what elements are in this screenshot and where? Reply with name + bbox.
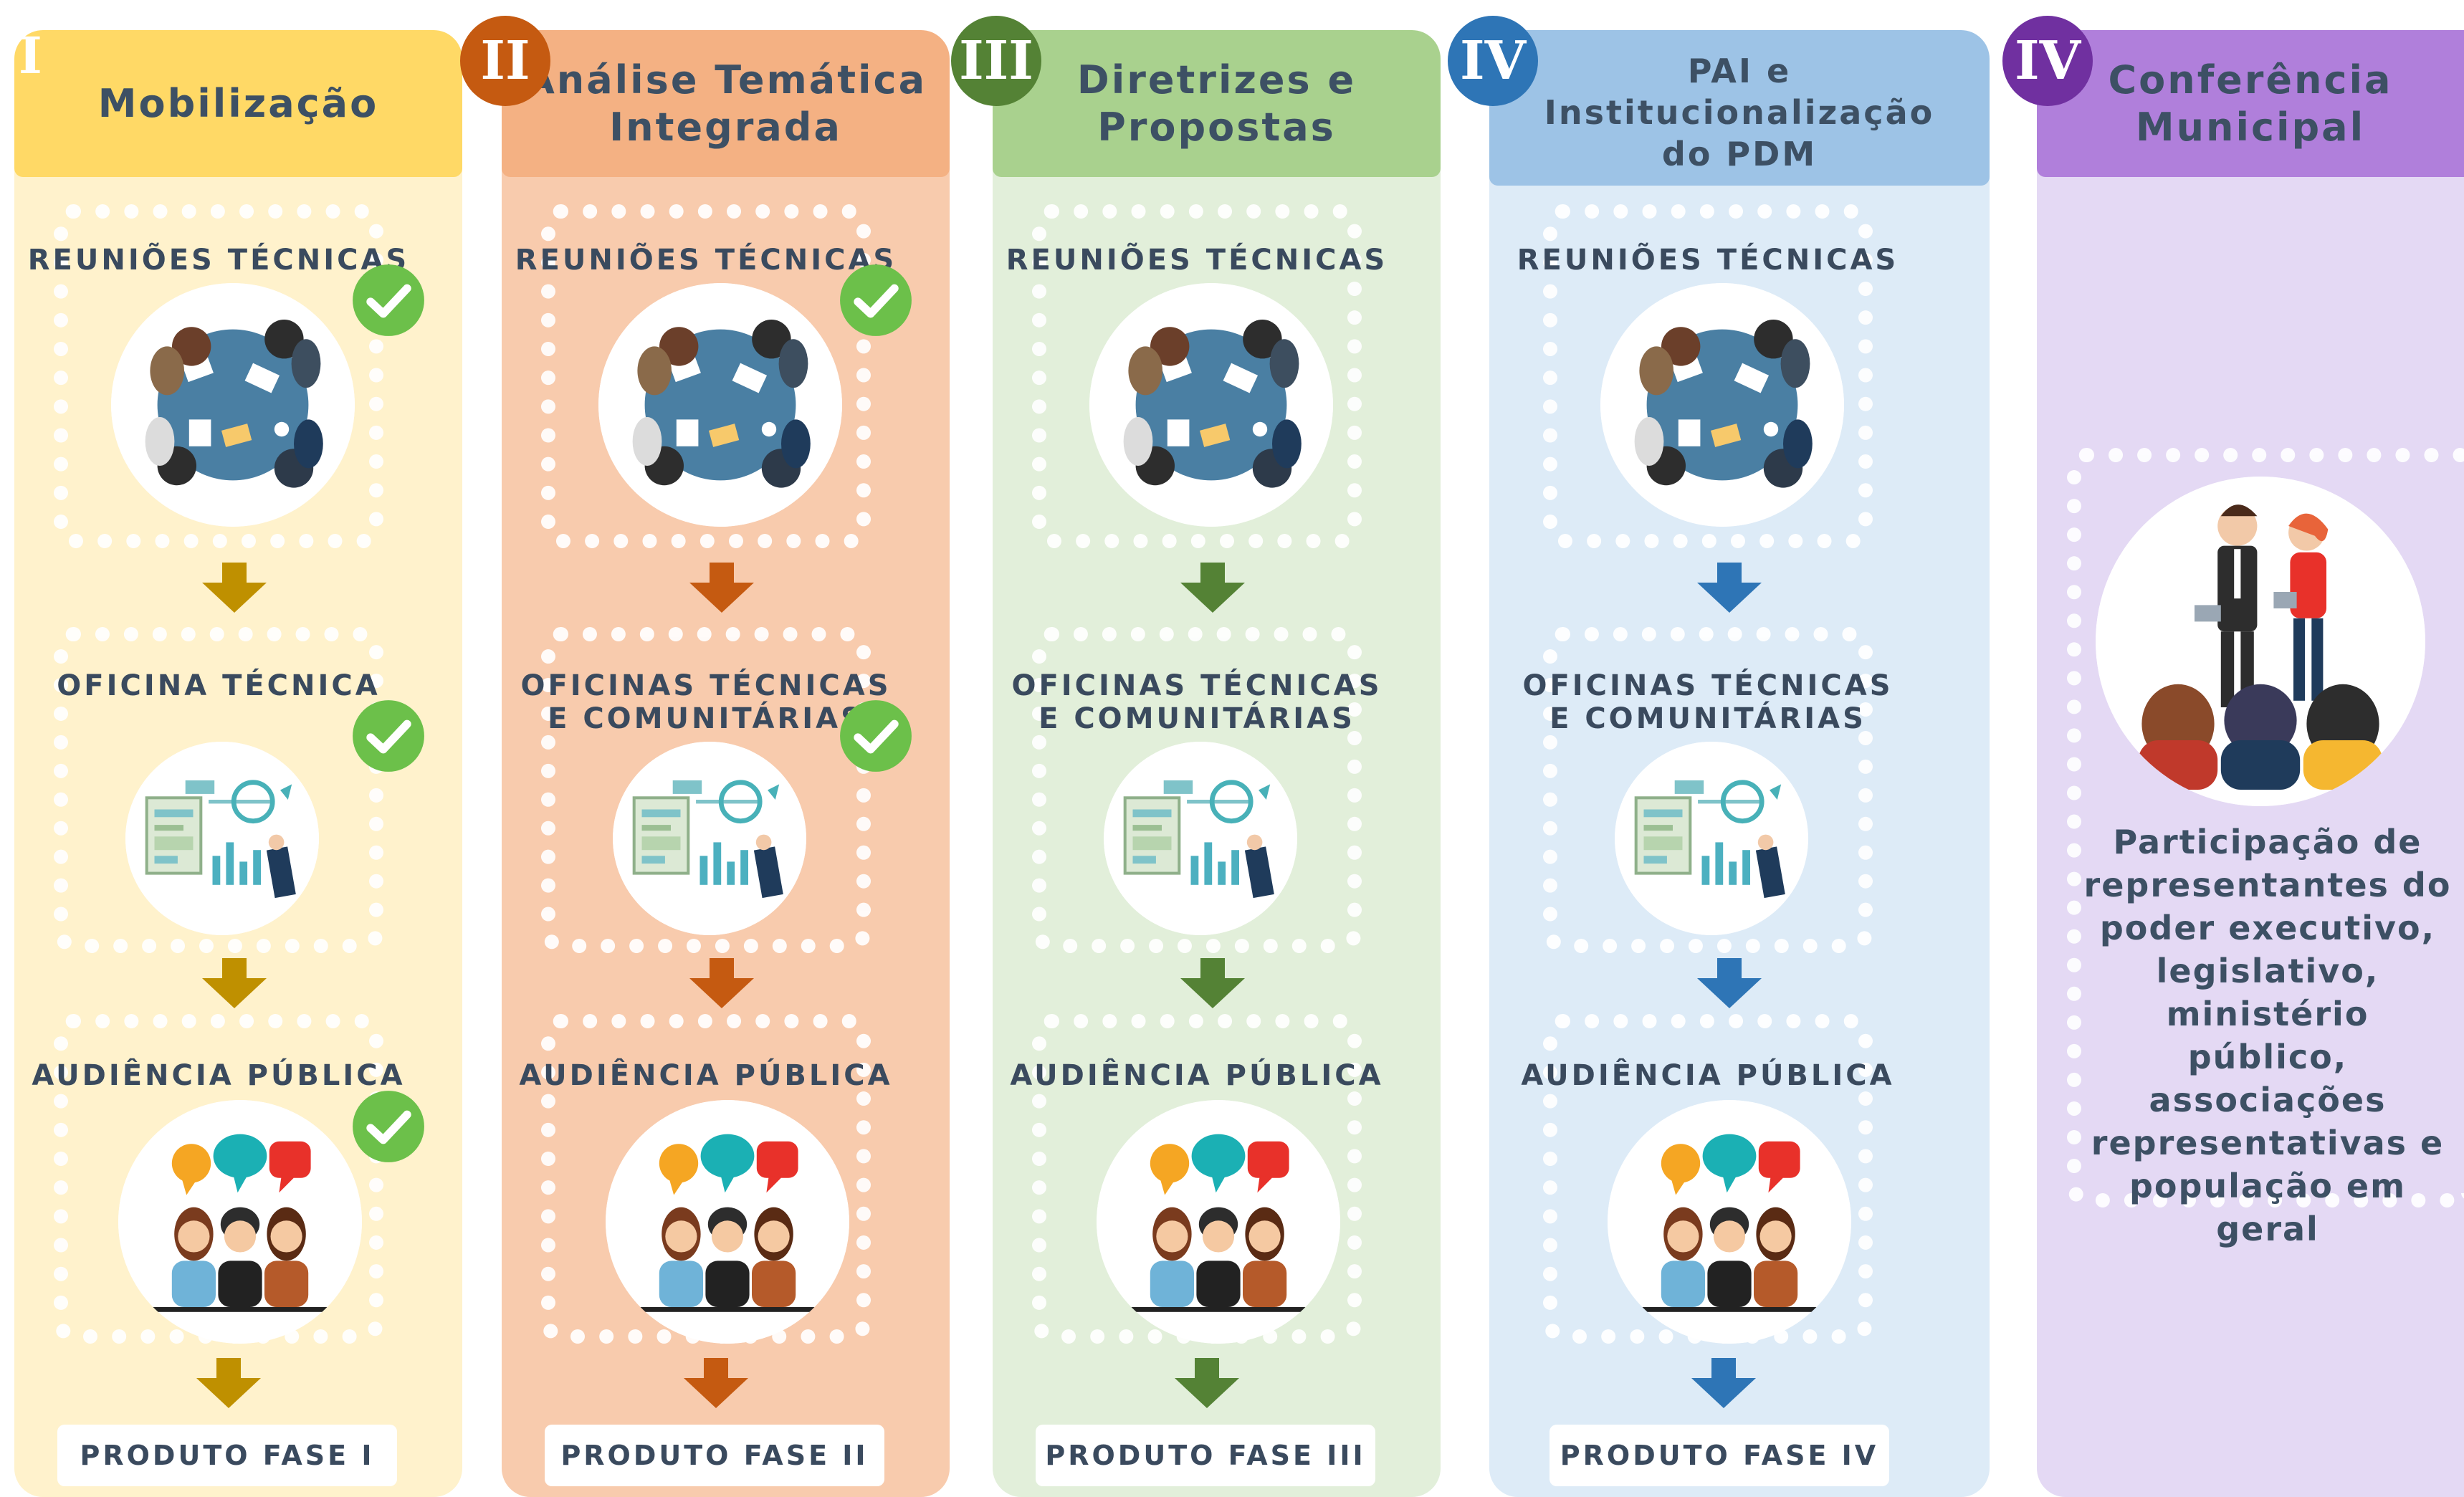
phase-title-line2: do PDM — [1661, 134, 1818, 173]
workshop-presentation-icon — [125, 742, 319, 935]
stage-technical-meetings: REUNIÕES TÉCNICAS — [28, 204, 406, 548]
phase-numeral: I — [19, 26, 42, 85]
meeting-table-icon — [598, 283, 842, 527]
stage-technical-meetings: REUNIÕES TÉCNICAS — [1006, 204, 1385, 548]
phase-title-line2: Propostas — [1097, 104, 1336, 150]
conference-description: Participação de representantes do poder … — [2083, 823, 2452, 1248]
stage-label: AUDIÊNCIA PÚBLICA — [1010, 1059, 1384, 1092]
workshop-presentation-icon — [1615, 742, 1808, 935]
stage-label: REUNIÕES TÉCNICAS — [27, 244, 410, 277]
arrow-down-icon — [196, 1358, 261, 1408]
phase-numeral-badge: II — [460, 16, 550, 106]
arrow-down-icon — [684, 1358, 748, 1408]
conference-speakers-icon — [2096, 477, 2425, 806]
phase-title: Mobilização — [97, 80, 379, 126]
stage-technical-community-workshops: OFICINAS TÉCNICAS E COMUNITÁRIAS — [520, 627, 889, 953]
stage-public-hearing: AUDIÊNCIA PÚBLICA — [1010, 1014, 1381, 1344]
arrow-down-icon — [1180, 563, 1245, 613]
workshop-presentation-icon — [1104, 742, 1297, 935]
meeting-table-icon — [1600, 283, 1844, 527]
stage-label: REUNIÕES TÉCNICAS — [1517, 244, 1899, 277]
phase-column-3: Diretrizes e Propostas III REUNIÕES TÉCN… — [951, 0, 1441, 1497]
stage-technical-meetings: REUNIÕES TÉCNICAS — [515, 204, 894, 548]
phase-title-line1: Diretrizes e — [1076, 57, 1357, 102]
stage-label-line1: OFICINAS TÉCNICAS — [1011, 669, 1383, 702]
stage-label: OFICINA TÉCNICA — [57, 669, 381, 702]
product-phase-label: PRODUTO FASE III — [1036, 1425, 1375, 1486]
public-hearing-icon — [1608, 1100, 1851, 1344]
arrow-down-icon — [202, 563, 267, 613]
phase-title-header: Conferência Municipal — [2037, 30, 2464, 177]
phase-title-line2: Municipal — [2135, 104, 2366, 150]
stage-technical-meetings: REUNIÕES TÉCNICAS — [1517, 204, 1896, 548]
stage-label-line2: E COMUNITÁRIAS — [548, 702, 864, 735]
product-phase-label: PRODUTO FASE IV — [1549, 1425, 1889, 1486]
arrow-down-icon — [202, 958, 267, 1008]
stage-public-hearing: AUDIÊNCIA PÚBLICA — [1521, 1014, 1892, 1344]
phase-numeral: IV — [2014, 30, 2081, 92]
phase-title-line1: Conferência — [2108, 57, 2393, 102]
stage-label-line1: OFICINAS TÉCNICAS — [1522, 669, 1894, 702]
check-icon — [351, 263, 426, 338]
check-icon — [839, 699, 913, 773]
meeting-table-icon — [111, 283, 355, 527]
stage-label-line2: E COMUNITÁRIAS — [1038, 702, 1355, 735]
stage-technical-community-workshops: OFICINAS TÉCNICAS E COMUNITÁRIAS — [1522, 627, 1891, 953]
stage-label-line2: E COMUNITÁRIAS — [1549, 702, 1866, 735]
arrow-down-icon — [1175, 1358, 1239, 1408]
stage-technical-workshop: OFICINA TÉCNICA — [54, 627, 383, 953]
stage-technical-community-workshops: OFICINAS TÉCNICAS E COMUNITÁRIAS — [1011, 627, 1380, 953]
phase-title-line1: Análise Temática — [524, 57, 927, 102]
phase-numeral: III — [959, 30, 1033, 92]
phase-title-header: PAI e Institucionalização do PDM — [1489, 30, 1990, 186]
phase-title-header: Análise Temática Integrada — [502, 30, 950, 177]
product-phase-label: PRODUTO FASE II — [545, 1425, 884, 1486]
stage-public-hearing: AUDIÊNCIA PÚBLICA — [519, 1014, 890, 1344]
stage-label: AUDIÊNCIA PÚBLICA — [1521, 1059, 1895, 1092]
arrow-down-icon — [689, 563, 754, 613]
stage-municipal-conference: Participação de representantes do poder … — [2067, 448, 2464, 1248]
check-icon — [351, 1089, 426, 1164]
phase-numeral-badge: III — [951, 16, 1041, 106]
phase-title-line1: PAI e Institucionalização — [1544, 51, 1935, 132]
public-hearing-icon — [606, 1100, 849, 1344]
meeting-table-icon — [1089, 283, 1333, 527]
phase-column-4: PAI e Institucionalização do PDM IV REUN… — [1448, 0, 1990, 1497]
stage-label-line1: OFICINAS TÉCNICAS — [520, 669, 892, 702]
phase-numeral: IV — [1459, 30, 1527, 92]
phase-column-1: Mobilização I REUNIÕES TÉCNICAS OFICINA … — [14, 0, 462, 1497]
phase-column-2: Análise Temática Integrada II REUNIÕES T… — [460, 0, 950, 1497]
public-hearing-icon — [118, 1100, 362, 1344]
stage-label: AUDIÊNCIA PÚBLICA — [32, 1059, 406, 1092]
product-phase-label: PRODUTO FASE I — [57, 1425, 397, 1486]
phase-numeral: II — [480, 30, 530, 92]
phase-numeral-badge: IV — [2002, 16, 2093, 106]
stage-label: AUDIÊNCIA PÚBLICA — [519, 1059, 893, 1092]
public-hearing-icon — [1097, 1100, 1340, 1344]
arrow-down-icon — [1180, 958, 1245, 1008]
stage-label: REUNIÕES TÉCNICAS — [515, 244, 897, 277]
stage-label: REUNIÕES TÉCNICAS — [1006, 244, 1388, 277]
arrow-down-icon — [1697, 958, 1762, 1008]
phase-title-header: Diretrizes e Propostas — [993, 30, 1441, 177]
phase-title-header: Mobilização — [14, 30, 462, 177]
phase-numeral-badge: IV — [1448, 16, 1538, 106]
arrow-down-icon — [1697, 563, 1762, 613]
check-icon — [839, 263, 913, 338]
check-icon — [351, 699, 426, 773]
stage-public-hearing: AUDIÊNCIA PÚBLICA — [32, 1014, 403, 1344]
workshop-presentation-icon — [613, 742, 806, 935]
arrow-down-icon — [1691, 1358, 1756, 1408]
arrow-down-icon — [689, 958, 754, 1008]
phase-column-conference: Conferência Municipal IV Participação de… — [2002, 0, 2464, 1497]
phase-title-line2: Integrada — [609, 104, 842, 150]
